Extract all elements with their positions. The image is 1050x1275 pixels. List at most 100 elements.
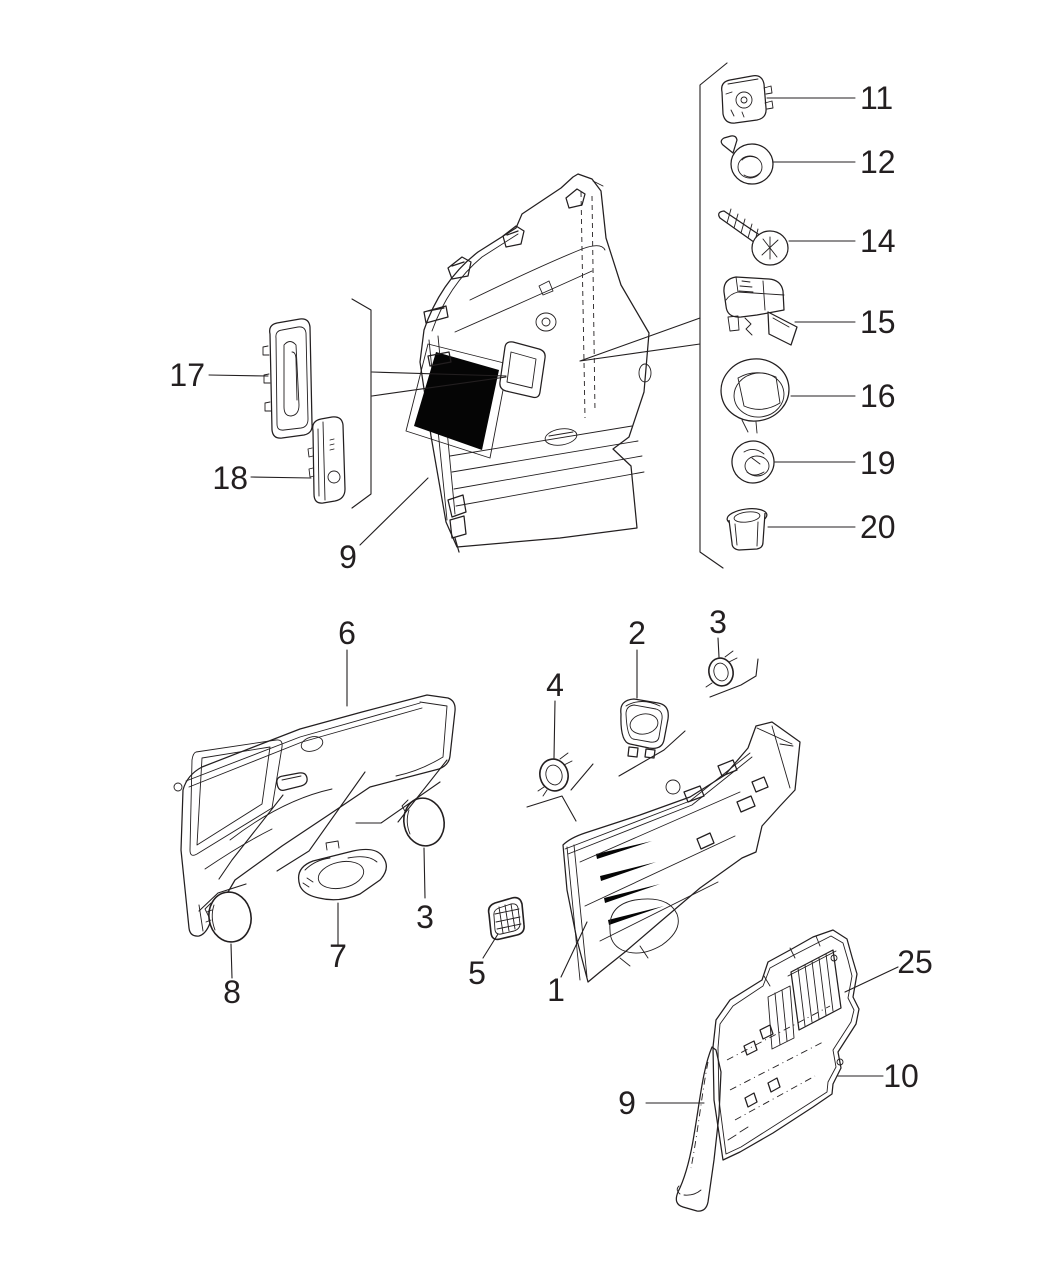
screw-part-14 [719,209,788,265]
window-opening [414,352,499,450]
clamp-ring-part-4 [536,753,572,796]
shadow-lines [596,841,664,925]
cover-plate-part-18 [308,417,345,503]
round-cap-part-3-left-line [399,794,448,849]
bezel-cup-part-16-line [717,355,793,426]
window-frame-line [406,344,508,458]
callout-19: 19 [860,445,896,481]
pocket-clip-part-20-line [733,510,760,523]
round-cap-part-3-left [399,794,448,849]
leader-lines-middle-line [554,701,555,758]
quarter-trim-panel-back-view-line [831,955,837,961]
leader-lines-fasteners [767,98,855,527]
quarter-trim-panel-side-view-line [448,257,471,279]
lower-quarter-trim-part-1-line [565,753,752,854]
quarter-trim-panel-side-view-line [639,364,651,382]
lattice-clip-part-5-line [495,904,521,933]
round-cap-part-8-line [206,905,215,930]
quarter-trim-panel-back-view-line [764,936,820,986]
cup-insert-part-2 [621,699,669,758]
upper-quarter-trim-part-6-line [205,789,332,869]
lattice-clip-part-5 [489,898,525,940]
quarter-trim-panel-side-view-line [581,192,595,418]
leader-lines-middle-line [398,760,447,822]
round-cap-part-8-line [205,903,211,917]
latch-switch-part-15-line [724,277,784,317]
leader-lines-middle-line [277,772,365,871]
quarter-trim-panel-side-view-line [549,432,573,436]
vent-grid-line [798,954,833,1026]
callout-2: 2 [628,615,646,651]
cover-plate-part-18-line [313,417,345,503]
cover-plate-part-18-line [308,448,314,477]
leader-lines-top-left [209,375,428,545]
push-pin-part-12-line [742,156,760,177]
clamp-ring-part-4-line [544,763,565,786]
bezel-cup-part-16-line [738,373,780,410]
handle-recess [500,342,545,398]
callout-12: 12 [860,144,896,180]
pillar-trim-strip-back-line [676,1047,721,1211]
callout-8: 8 [223,974,241,1010]
lamp-housing-part-7 [299,841,387,900]
handle-cutout [277,773,307,791]
bracket-17-18-group-line [352,299,371,508]
callout-14: 14 [860,223,896,259]
callout-9-bottom: 9 [618,1085,636,1121]
cup-insert-part-2-line [628,712,659,737]
lower-quarter-trim-part-1 [563,722,800,982]
pillar-trim-strip-back [676,1047,721,1211]
callout-18: 18 [212,460,248,496]
lamp-housing-part-7-line [348,857,377,862]
leader-lines-middle-line [424,848,425,898]
clamp-ring-part-4-line [538,753,572,796]
latch-switch-part-15-line [726,277,784,300]
callout-20: 20 [860,509,896,545]
clamp-ring-part-3-right [706,651,737,689]
cup-insert-part-2-line [626,702,662,743]
handle-bezel-part-17-line [276,327,308,430]
quarter-trim-panel-side-view-line [450,426,644,506]
quarter-trim-panel-back-view-line [713,930,859,1160]
quarter-trim-panel-side-view-line [507,352,536,388]
leader-lines-middle-line [619,731,685,776]
leader-lines-middle-line [231,944,232,978]
callout-10: 10 [883,1058,919,1094]
lower-quarter-trim-part-1-line [567,845,587,980]
quarter-trim-panel-back-view-line [837,1059,843,1065]
lower-quarter-trim-part-1-line [666,780,680,794]
clamp-ring-part-3-right-line [712,661,730,682]
clamp-ring-part-4-line [536,756,571,794]
callout-5: 5 [468,955,486,991]
leader-lines-middle [199,638,758,978]
lower-quarter-trim-part-1-line [620,946,648,966]
cover-plate-part-18-line [328,471,340,483]
quarter-trim-panel-back-view-line [727,1006,830,1120]
leader-lines-top-left-line [360,478,428,545]
lamp-housing-part-7-line [299,849,387,899]
screw-part-14-line [719,211,761,245]
round-cap-part-3-left-line [407,810,410,834]
leader-lines-middle-line [199,884,246,911]
bracket-17-18-group-line [372,372,506,396]
grommet-part-19-line [728,437,778,487]
latch-switch-part-15-line [745,318,789,335]
handle-bezel-part-17-line [284,342,299,417]
callout-15: 15 [860,304,896,340]
upper-quarter-trim-part-6-line [396,702,447,776]
round-cap-part-8 [205,889,255,946]
quarter-trim-panel-back-view-line [744,1025,780,1107]
pocket-clip-part-20 [726,507,768,550]
callout-17: 17 [169,357,205,393]
cup-insert-part-2-line [628,747,655,758]
upper-quarter-trim-part-6 [174,695,455,936]
latch-switch-part-15-line [728,316,739,331]
oval-cutout [299,734,324,754]
clamp-ring-part-3-right-line [706,651,737,687]
bracket-fastener-group-line [580,318,700,361]
quarter-trim-panel-side-view-line [448,495,466,552]
upper-quarter-trim-part-6-line [174,783,182,791]
quarter-trim-panel-side-view-line [432,234,518,331]
lower-quarter-trim-part-1-line [580,792,740,941]
